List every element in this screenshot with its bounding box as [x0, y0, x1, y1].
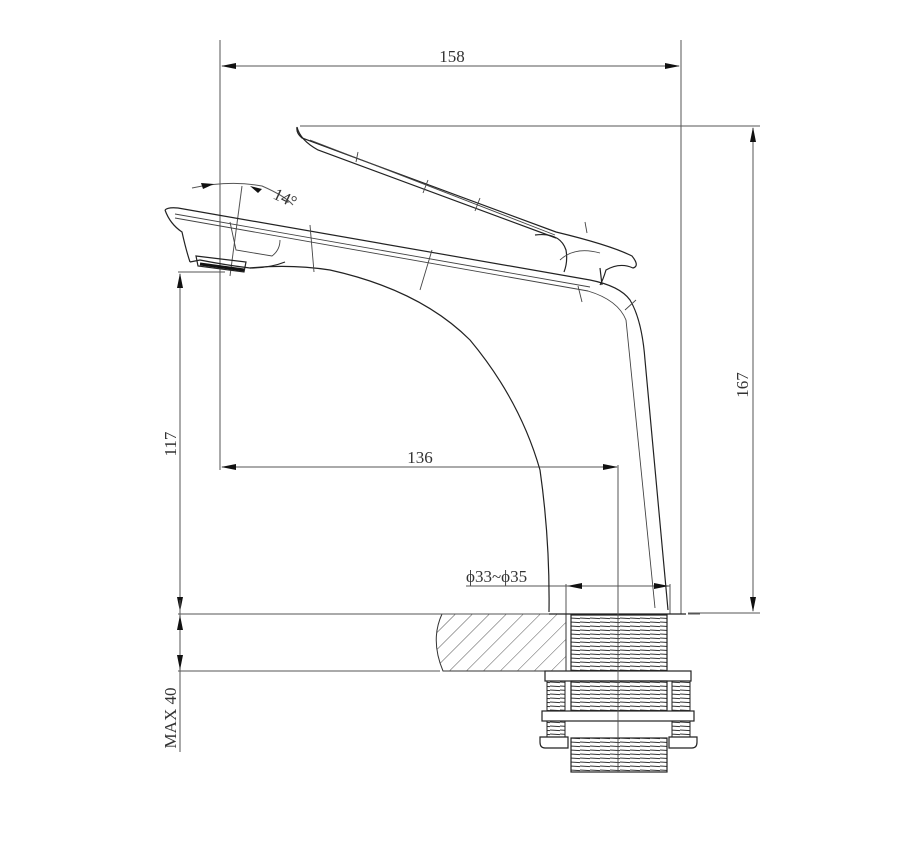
max-deck-thickness-label: MAX 40 — [161, 688, 180, 749]
spout-reach-label: 136 — [407, 448, 433, 467]
deck-section — [430, 613, 700, 672]
dimension-max-deck-thickness: MAX 40 — [161, 600, 440, 752]
overall-width-label: 158 — [439, 47, 465, 66]
faucet-body — [164, 207, 669, 613]
handle-lever — [296, 126, 637, 286]
spout-angle-label: 14° — [270, 184, 300, 211]
mounting-shank — [539, 600, 698, 773]
dimension-overall-width: 158 — [219, 40, 682, 614]
spout-height-label: 117 — [161, 431, 180, 456]
hole-diameter-label: ϕ33~ϕ35 — [466, 567, 527, 586]
dimension-hole-diameter: ϕ33~ϕ35 — [466, 567, 671, 614]
overall-height-label: 167 — [733, 372, 752, 398]
dimension-spout-height: 117 — [161, 271, 225, 612]
dimension-overall-height: 167 — [300, 125, 760, 614]
